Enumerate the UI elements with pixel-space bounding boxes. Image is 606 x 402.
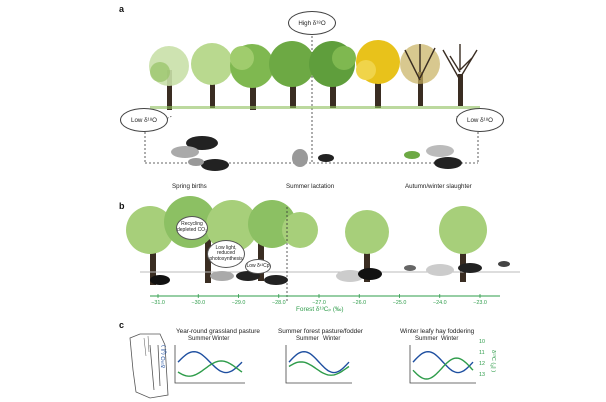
forest-axis-tick-label: −26.0 bbox=[352, 300, 367, 306]
mini-chart-axes bbox=[409, 345, 476, 384]
right-axis-label-d13c: δ¹³C (‰) bbox=[490, 350, 496, 373]
forest-axis-tick-label: −30.0 bbox=[191, 300, 206, 306]
forest-axis-tick-label: −23.0 bbox=[473, 300, 487, 306]
mini-chart-d13c-curve bbox=[412, 357, 474, 380]
forest-axis-tick-label: −31.0 bbox=[151, 300, 165, 306]
forest-axis-tick-label: −29.0 bbox=[231, 300, 246, 306]
right-tick-10: 10 bbox=[479, 339, 485, 345]
animal-group-summer bbox=[292, 149, 334, 167]
bubble-recycling-label: Recycling depleted CO₂ bbox=[177, 221, 208, 233]
bubble-recycling: Recycling depleted CO₂ bbox=[176, 216, 208, 240]
mini-chart-grassland-summer: Summer bbox=[188, 336, 211, 342]
mini-chart-winter-hay-summer: Summer bbox=[415, 336, 438, 342]
low-d18o-right-ellipse: Low δ¹⁸O bbox=[456, 108, 504, 132]
tooth-sketch-icon bbox=[129, 333, 169, 399]
bubble-low-d13c-label: Low δ¹³Cp bbox=[246, 262, 270, 269]
mini-chart-d18o-curve bbox=[412, 350, 474, 374]
mini-chart-d13c-curve bbox=[177, 360, 243, 377]
forest-axis-tick-label: −28.0 bbox=[271, 300, 286, 306]
mini-chart-forest-title: Summer forest pasture/fodder bbox=[278, 328, 363, 335]
mini-chart-d18o-curve bbox=[177, 350, 243, 374]
left-axis-label-d18o: δ¹⁸O (‰) bbox=[161, 345, 167, 368]
panel-a-letter: a bbox=[119, 4, 125, 14]
mini-chart-forest-summer: Summer bbox=[296, 336, 319, 342]
forest-axis-label: Forest δ¹³Cₚ (‰) bbox=[296, 306, 344, 313]
high-d18o-ellipse: High δ¹⁸O bbox=[288, 11, 336, 35]
low-d18o-left-ellipse: Low δ¹⁸O bbox=[120, 108, 168, 132]
mini-chart-d13c-curve bbox=[288, 361, 350, 376]
high-d18o-label: High δ¹⁸O bbox=[298, 19, 326, 27]
right-tick-11: 11 bbox=[479, 350, 485, 356]
panel-b-letter: b bbox=[119, 201, 125, 211]
bubble-low-light: Low light, reduced photosynthesis bbox=[207, 240, 245, 268]
mini-chart-forest-winter: Winter bbox=[323, 336, 341, 342]
event-summer-lactation: Summer lactation bbox=[286, 183, 335, 190]
event-autumn-winter-slaughter: Autumn/winter slaughter bbox=[405, 183, 472, 190]
forest-axis-tick-label: −27.0 bbox=[312, 300, 326, 306]
bubble-low-d13c: Low δ¹³Cp bbox=[245, 259, 271, 274]
bubble-low-light-label: Low light, reduced photosynthesis bbox=[209, 244, 243, 262]
right-tick-12: 12 bbox=[479, 361, 485, 367]
animal-group-forest bbox=[150, 261, 510, 285]
event-spring-births: Spring births bbox=[172, 183, 207, 190]
mini-chart-grassland-title: Year-round grassland pasture bbox=[176, 328, 260, 335]
tree-row-a bbox=[149, 40, 480, 110]
mini-chart-winter-hay-title: Winter leafy hay foddering bbox=[400, 328, 475, 335]
forest-axis-tick-label: −24.0 bbox=[432, 300, 447, 306]
mini-chart-axes bbox=[285, 345, 352, 384]
mini-chart-d18o-curve bbox=[288, 350, 350, 374]
mini-chart-axes bbox=[174, 345, 245, 384]
mini-chart-grassland-winter: Winter bbox=[212, 336, 230, 342]
mini-chart-winter-hay-winter: Winter bbox=[441, 336, 459, 342]
forest-axis-tick-label: −25.0 bbox=[392, 300, 407, 306]
panel-c-letter: c bbox=[119, 320, 125, 330]
animal-group-autumn bbox=[404, 145, 462, 169]
low-d18o-left-label: Low δ¹⁸O bbox=[131, 116, 157, 124]
animal-group-spring bbox=[171, 136, 229, 171]
low-d18o-right-label: Low δ¹⁸O bbox=[467, 116, 493, 124]
right-tick-13: 13 bbox=[479, 372, 485, 378]
